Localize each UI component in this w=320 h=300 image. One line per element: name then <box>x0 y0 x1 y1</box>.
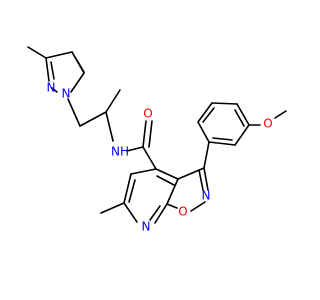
nh-atom-label: NH <box>111 145 129 159</box>
bond <box>234 124 250 146</box>
bond <box>203 167 209 191</box>
bond <box>123 173 132 204</box>
oxygen-atom-label: O <box>143 107 152 121</box>
bond <box>126 146 144 152</box>
bond <box>142 120 147 148</box>
bond <box>154 203 168 224</box>
bond <box>45 57 50 82</box>
bond <box>236 103 250 126</box>
bond <box>156 175 175 186</box>
bond <box>166 178 179 205</box>
bond <box>177 167 205 180</box>
bond <box>67 98 81 127</box>
bond <box>27 46 47 59</box>
bond <box>211 102 238 105</box>
bond <box>202 107 215 123</box>
bond <box>198 169 204 191</box>
atom-labels: N N O NH O N O N <box>47 81 273 234</box>
nitrogen-atom-label: N <box>62 87 71 101</box>
nitrogen-atom-label: N <box>142 220 151 234</box>
nitrogen-atom-label: N <box>202 189 211 203</box>
bond <box>149 205 161 221</box>
bond <box>74 56 85 73</box>
bond <box>50 61 55 80</box>
bond <box>274 110 287 119</box>
bond <box>166 203 178 209</box>
bond <box>197 121 210 143</box>
bond <box>70 72 85 93</box>
bond <box>203 141 210 169</box>
oxygen-atom-label: O <box>178 205 187 219</box>
bond <box>212 137 233 141</box>
bond <box>105 89 121 113</box>
bonds <box>27 46 287 224</box>
bond <box>155 168 179 180</box>
bond <box>142 146 157 170</box>
nitrogen-atom-label: N <box>47 81 56 95</box>
bond <box>51 87 58 93</box>
bond <box>234 109 245 127</box>
molecule-diagram: N N O NH O N O N <box>27 46 287 234</box>
bond <box>128 179 136 203</box>
bond <box>130 168 157 175</box>
bond <box>100 202 125 214</box>
bond <box>197 102 213 123</box>
bond <box>148 120 153 148</box>
bond <box>190 201 206 212</box>
bond <box>208 141 236 146</box>
bond <box>45 51 73 59</box>
bond <box>123 202 138 223</box>
bond <box>79 111 107 127</box>
molecule-structure: N N O NH O N O N <box>27 46 287 234</box>
oxygen-atom-label: O <box>263 117 272 131</box>
bond <box>105 111 114 142</box>
